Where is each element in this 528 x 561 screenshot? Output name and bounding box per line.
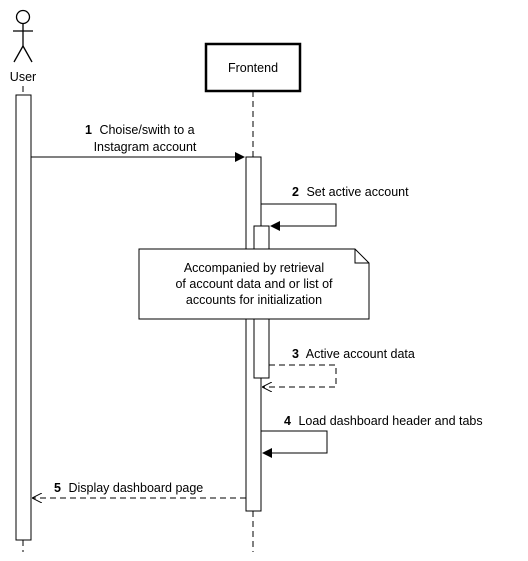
message-2-number: 2	[292, 185, 299, 199]
message-5-text: Display dashboard page	[68, 481, 203, 495]
note-line-3: accounts for initialization	[186, 293, 322, 307]
message-1-number: 1	[85, 123, 92, 137]
message-1-label: 1 Choise/swith to a	[85, 123, 195, 137]
message-1: 1 Choise/swith to a Instagram account	[31, 123, 245, 162]
message-2-arrow	[261, 203, 337, 231]
message-3-label: 3 Active account data	[292, 347, 415, 361]
note-line-1: Accompanied by retrieval	[184, 261, 324, 275]
message-1-line-1: Choise/swith to a	[99, 123, 194, 137]
message-3-number: 3	[292, 347, 299, 361]
user-stick-figure-icon	[13, 9, 33, 63]
message-4: 4 Load dashboard header and tabs	[261, 414, 483, 458]
message-5-label: 5 Display dashboard page	[54, 481, 203, 495]
user-activation-bar	[15, 94, 32, 541]
message-2-text: Set active account	[306, 185, 409, 199]
note-line-2: of account data and or list of	[175, 277, 333, 291]
message-2: 2 Set active account	[261, 185, 409, 231]
message-3-arrow	[263, 364, 337, 387]
message-1-line-2: Instagram account	[94, 140, 197, 154]
message-3: 3 Active account data	[263, 347, 415, 387]
note-shape	[138, 248, 370, 320]
message-5-number: 5	[54, 481, 61, 495]
frontend-box	[204, 42, 302, 93]
message-5: 5 Display dashboard page	[33, 481, 246, 498]
message-4-label: 4 Load dashboard header and tabs	[284, 414, 483, 428]
frontend-label: Frontend	[228, 61, 278, 75]
message-3-text: Active account data	[306, 347, 415, 361]
frontend-participant: Frontend	[204, 42, 302, 93]
message-2-label: 2 Set active account	[292, 185, 409, 199]
message-4-arrow	[261, 430, 328, 458]
message-4-number: 4	[284, 414, 291, 428]
note-fold	[354, 249, 369, 264]
user-actor: User	[10, 9, 36, 84]
user-label: User	[10, 70, 36, 84]
message-4-text: Load dashboard header and tabs	[298, 414, 482, 428]
note: Accompanied by retrieval of account data…	[138, 248, 370, 320]
